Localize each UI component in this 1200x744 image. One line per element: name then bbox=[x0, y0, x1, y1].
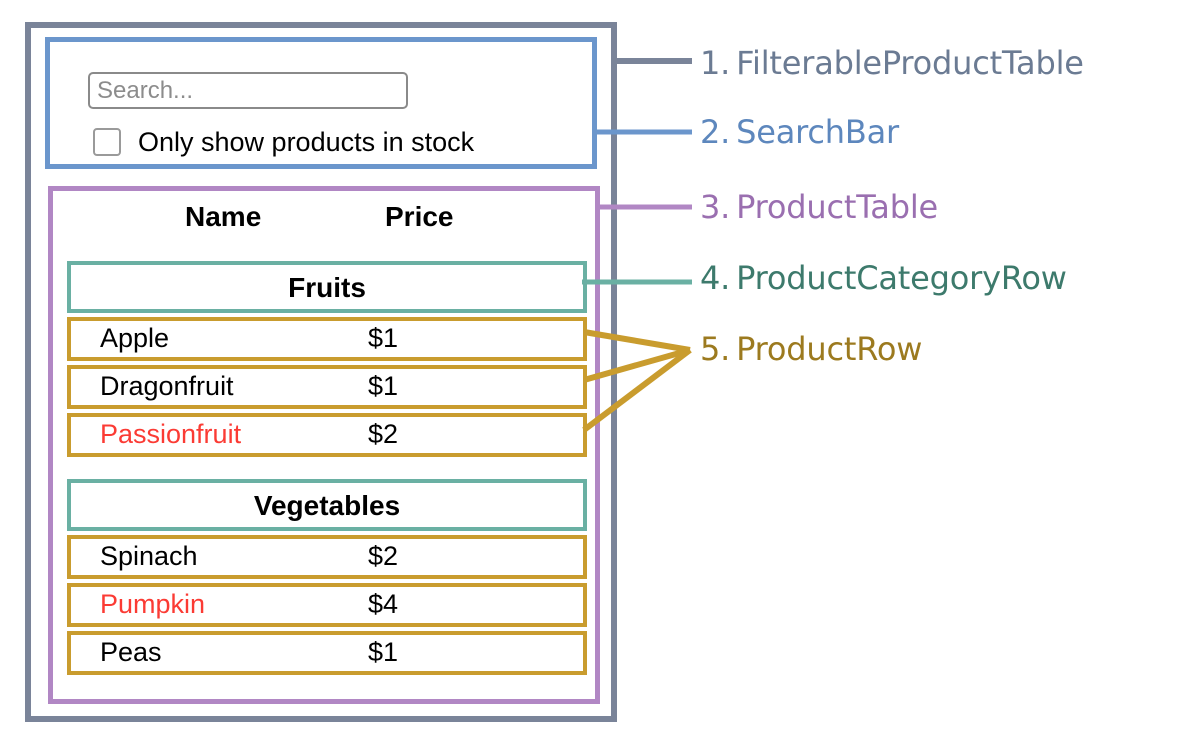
legend-number: 4. bbox=[700, 259, 731, 297]
product-price: $1 bbox=[368, 370, 399, 401]
only-in-stock-checkbox[interactable] bbox=[93, 128, 121, 156]
category-label: Fruits bbox=[288, 272, 366, 303]
legend-label: FilterableProductTable bbox=[736, 44, 1084, 82]
legend-label: ProductTable bbox=[736, 188, 938, 226]
product-name: Pumpkin bbox=[100, 588, 206, 619]
stock-filter-row[interactable]: Only show products in stock bbox=[93, 124, 474, 160]
category-label: Vegetables bbox=[253, 490, 401, 521]
product-row: Peas $1 bbox=[67, 631, 587, 675]
product-price: $4 bbox=[368, 588, 399, 619]
legend-number: 3. bbox=[700, 188, 731, 226]
column-header-name: Name bbox=[185, 201, 262, 232]
product-price: $2 bbox=[368, 418, 399, 449]
product-table-header: Name Price bbox=[53, 191, 595, 253]
legend-item-product-row: 5.ProductRow bbox=[700, 330, 922, 368]
product-row: Pumpkin $4 bbox=[67, 583, 587, 627]
product-row: Passionfruit $2 bbox=[67, 413, 587, 457]
product-name: Dragonfruit bbox=[100, 370, 234, 401]
product-price: $1 bbox=[368, 322, 399, 353]
legend-number: 1. bbox=[700, 44, 731, 82]
product-name: Peas bbox=[100, 636, 162, 667]
product-name: Passionfruit bbox=[100, 418, 242, 449]
legend-number: 2. bbox=[700, 113, 731, 151]
product-row: Apple $1 bbox=[67, 317, 587, 361]
product-table-frame: Name Price Fruits Apple $1 Dragonfruit $… bbox=[48, 186, 600, 704]
legend-label: SearchBar bbox=[736, 113, 899, 151]
only-in-stock-label: Only show products in stock bbox=[138, 126, 475, 157]
legend-item-search-bar: 2.SearchBar bbox=[700, 113, 899, 151]
legend-number: 5. bbox=[700, 330, 731, 368]
search-input[interactable] bbox=[88, 72, 408, 109]
product-category-row: Vegetables bbox=[67, 479, 587, 531]
legend-label: ProductRow bbox=[736, 330, 923, 368]
product-price: $2 bbox=[368, 540, 399, 571]
product-name: Apple bbox=[100, 322, 170, 353]
column-header-price: Price bbox=[385, 201, 454, 232]
legend-label: ProductCategoryRow bbox=[736, 259, 1067, 297]
product-category-row: Fruits bbox=[67, 261, 587, 313]
product-row: Spinach $2 bbox=[67, 535, 587, 579]
product-row: Dragonfruit $1 bbox=[67, 365, 587, 409]
legend-item-product-table: 3.ProductTable bbox=[700, 188, 938, 226]
legend-item-product-category-row: 4.ProductCategoryRow bbox=[700, 259, 1067, 297]
product-price: $1 bbox=[368, 636, 399, 667]
product-name: Spinach bbox=[100, 540, 198, 571]
legend-item-filterable-product-table: 1.FilterableProductTable bbox=[700, 44, 1084, 82]
